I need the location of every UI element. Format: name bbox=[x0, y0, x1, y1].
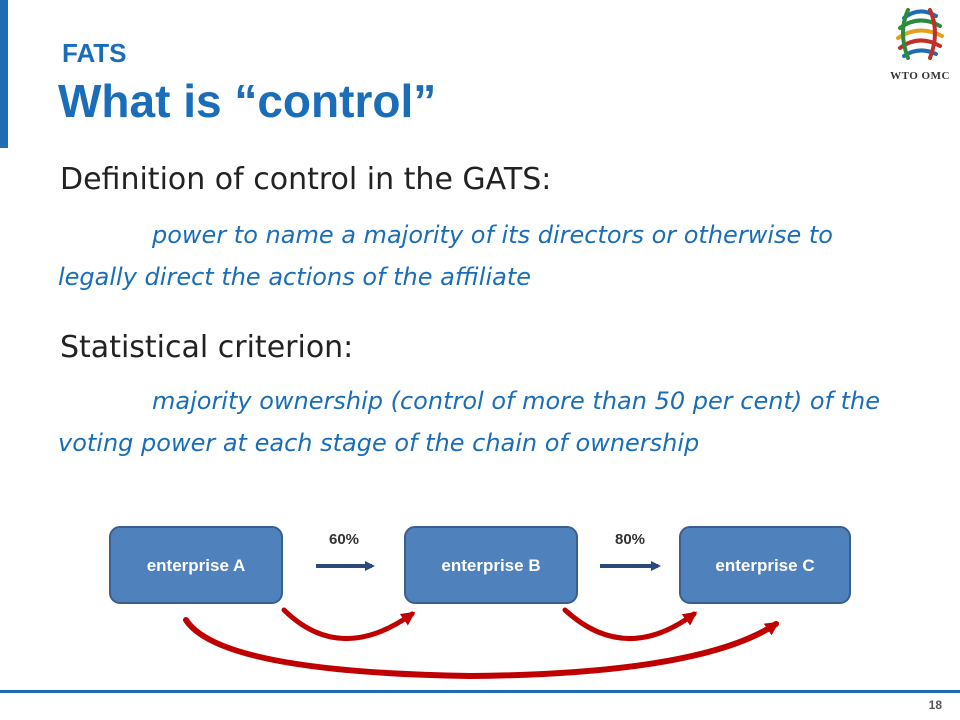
left-accent-bar bbox=[0, 0, 8, 148]
edge-label-a-b: 60% bbox=[329, 531, 359, 548]
node-enterprise-b: enterprise B bbox=[404, 526, 578, 604]
definition-text: power to name a majority of its director… bbox=[58, 221, 833, 291]
criterion-heading: Statistical criterion: bbox=[60, 330, 354, 365]
definition-heading: Definition of control in the GATS: bbox=[60, 162, 552, 197]
wto-logo-icon bbox=[896, 8, 944, 60]
curve-arrow-a-b bbox=[281, 607, 416, 641]
node-enterprise-c: enterprise C bbox=[679, 526, 851, 604]
node-enterprise-a: enterprise A bbox=[109, 526, 283, 604]
footer-divider bbox=[0, 690, 960, 693]
node-label-enterprise-c: enterprise C bbox=[715, 556, 814, 575]
slide-subtitle: FATS bbox=[62, 38, 127, 68]
criterion-text: majority ownership (control of more than… bbox=[58, 387, 880, 457]
page-number: 18 bbox=[928, 698, 942, 712]
edge-label-b-c: 80% bbox=[615, 531, 645, 548]
logo-text: WTO OMC bbox=[890, 70, 950, 82]
curve-arrow-b-c bbox=[562, 607, 698, 641]
node-label-enterprise-b: enterprise B bbox=[441, 556, 540, 575]
curve-arrow-a-c bbox=[183, 617, 780, 680]
node-label-enterprise-a: enterprise A bbox=[147, 556, 246, 575]
slide-title: What is “control” bbox=[58, 75, 437, 127]
